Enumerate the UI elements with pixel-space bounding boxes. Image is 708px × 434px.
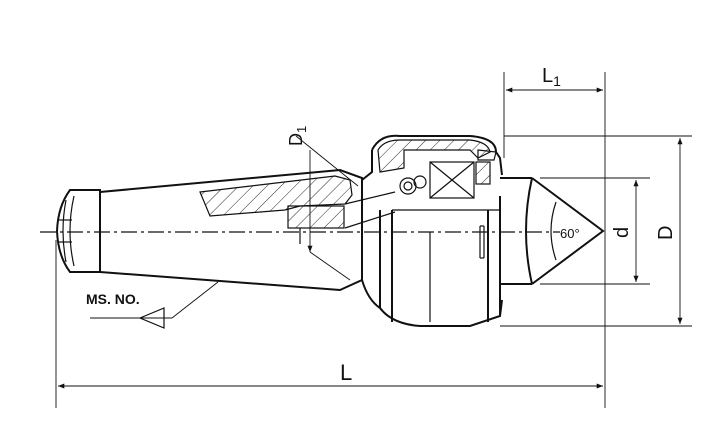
label-D1-subscript: 1 <box>294 126 309 133</box>
dimension-L: L <box>55 232 606 408</box>
svg-text:L1: L1 <box>542 65 561 89</box>
center-point <box>500 177 605 285</box>
label-L1-subscript: 1 <box>553 73 561 89</box>
taper-number-leader: MS. NO. <box>86 281 219 329</box>
label-d: d <box>611 227 633 238</box>
label-D1: D <box>286 133 306 146</box>
taper-shank <box>55 168 396 292</box>
dimension-d: d <box>540 177 650 285</box>
label-L1: L <box>542 65 553 87</box>
dimension-D1: D1 <box>286 126 359 281</box>
svg-text:D1: D1 <box>286 126 309 146</box>
dimension-L1: L1 <box>503 65 606 232</box>
label-L: L <box>340 360 352 385</box>
dimension-D: D <box>500 135 692 327</box>
housing-body <box>361 134 503 327</box>
label-D: D <box>655 226 677 240</box>
label-taper: MS. NO. <box>86 291 140 307</box>
label-angle: 60° <box>560 226 580 241</box>
